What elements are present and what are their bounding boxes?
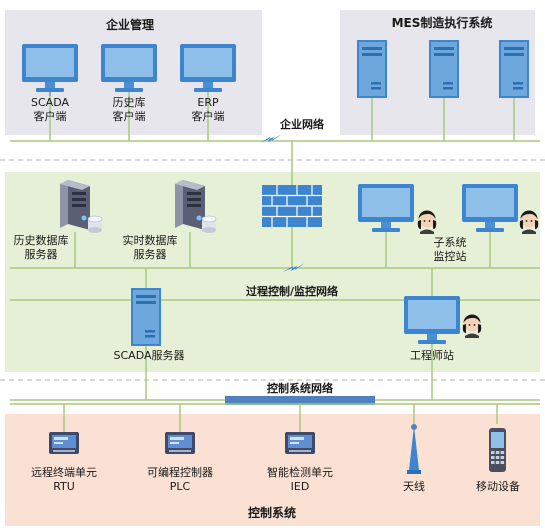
control-system-zone xyxy=(5,414,540,526)
antenna-icon xyxy=(407,424,421,474)
tower-server-icon xyxy=(357,40,387,98)
mobile-device-icon xyxy=(489,428,506,472)
rtu-label-line1: 远程终端单元 xyxy=(31,466,97,479)
rtu-label: 远程终端单元 RTU xyxy=(24,466,104,494)
dark-server-icon xyxy=(175,180,205,230)
enterprise-network-label: 企业网络 xyxy=(280,118,324,131)
erp-client-label-line1: ERP xyxy=(197,96,219,109)
history-client-label-line2: 客户端 xyxy=(112,110,146,123)
subsystem-monitor-label-line1: 子系统 xyxy=(433,236,467,249)
history-server-label-line1: 历史数据库 xyxy=(13,234,69,247)
control-network-label: 控制系统网络 xyxy=(267,382,333,395)
plc-label-line2: PLC xyxy=(169,480,191,493)
ied-label-line1: 智能检测单元 xyxy=(267,466,333,479)
mes-title: MES制造执行系统 xyxy=(391,16,493,30)
erp-client-label-line2: 客户端 xyxy=(191,110,225,123)
history-server-label-line2: 服务器 xyxy=(24,248,58,261)
database-cylinder-icon xyxy=(201,215,217,234)
engineer-station-label: 工程师站 xyxy=(410,349,454,362)
firewall-icon xyxy=(262,185,322,227)
realtime-server-label: 实时数据库 服务器 xyxy=(115,234,185,262)
history-client-label-line1: 历史库 xyxy=(112,96,146,109)
scada-client-label: SCADA 客户端 xyxy=(20,96,80,124)
realtime-server-label-line2: 服务器 xyxy=(133,248,167,261)
tower-server-icon xyxy=(131,288,161,346)
history-client-label: 历史库 客户端 xyxy=(99,96,159,124)
plc-label-line1: 可编程控制器 xyxy=(147,466,213,479)
scada-client-label-line1: SCADA xyxy=(31,96,69,109)
mobile-device-label: 移动设备 xyxy=(476,480,520,493)
ied-label-line2: IED xyxy=(290,480,310,493)
control-device-icon xyxy=(285,432,315,454)
subsystem-monitor-label-line2: 监控站 xyxy=(433,250,467,263)
rtu-label-line2: RTU xyxy=(53,480,75,493)
scada-client-label-line2: 客户端 xyxy=(33,110,67,123)
scada-server-label: SCADA服务器 xyxy=(113,349,185,362)
control-system-title: 控制系统 xyxy=(247,506,296,520)
subsystem-monitor-label: 子系统 监控站 xyxy=(420,236,480,264)
erp-client-label: ERP 客户端 xyxy=(178,96,238,124)
control-device-icon xyxy=(165,432,195,454)
database-cylinder-icon xyxy=(87,215,103,234)
process-network-label: 过程控制/监控网络 xyxy=(245,285,339,298)
ied-label: 智能检测单元 IED xyxy=(260,466,340,494)
realtime-server-label-line1: 实时数据库 xyxy=(122,234,178,247)
enterprise-management-title: 企业管理 xyxy=(105,18,154,32)
tower-server-icon xyxy=(429,40,459,98)
control-network-bus xyxy=(225,396,375,405)
plc-label: 可编程控制器 PLC xyxy=(140,466,220,494)
history-server-label: 历史数据库 服务器 xyxy=(6,234,76,262)
dark-server-icon xyxy=(60,180,90,230)
antenna-label: 天线 xyxy=(403,480,425,493)
control-device-icon xyxy=(49,432,79,454)
tower-server-icon xyxy=(499,40,529,98)
